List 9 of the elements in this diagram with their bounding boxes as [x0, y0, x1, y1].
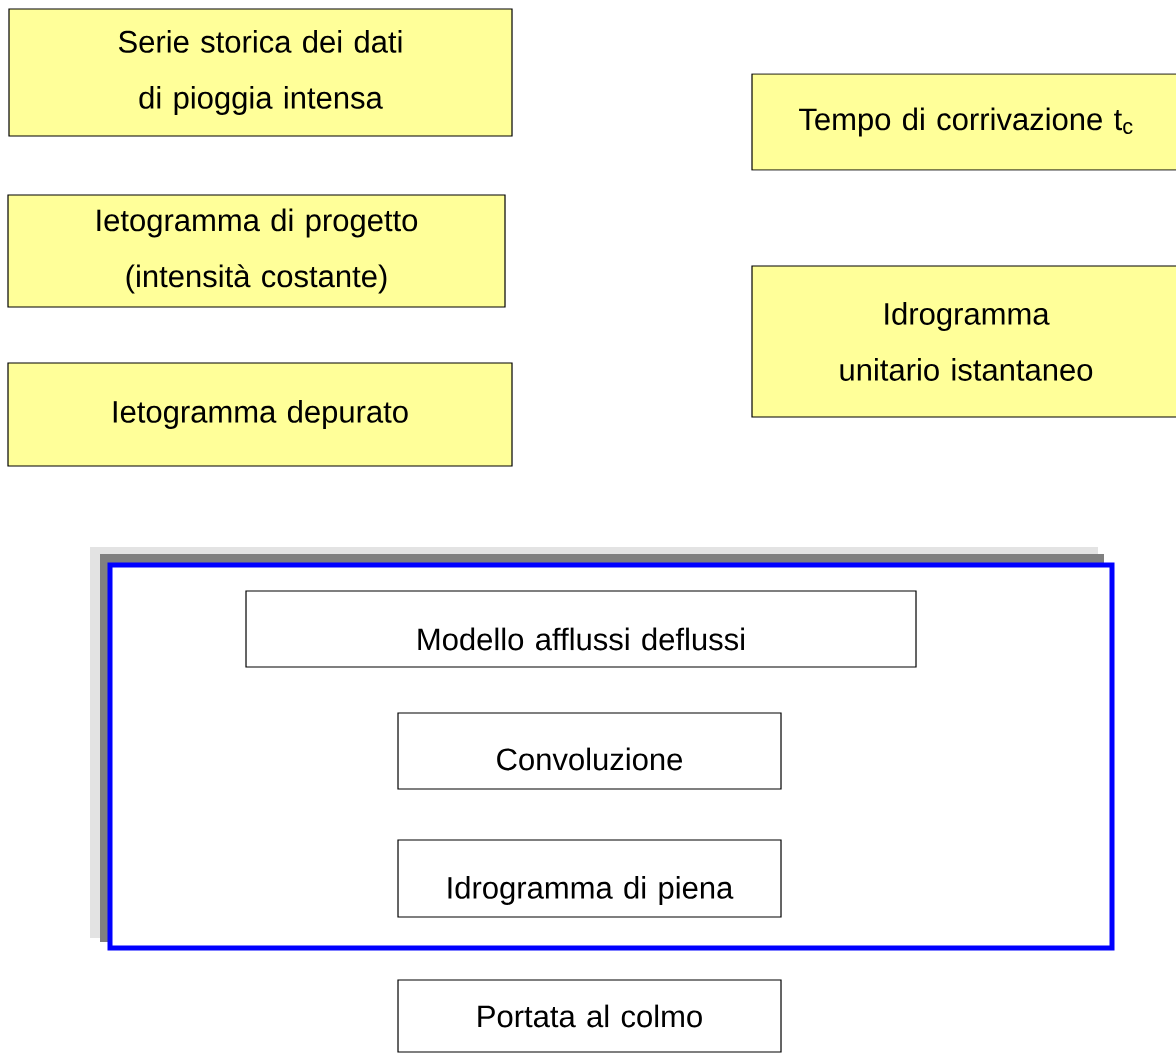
process-box: Ietogramma di progetto (intensità costante) [7, 194, 506, 308]
process-box: Modello afflussi deflussi [245, 590, 917, 668]
process-box: Portata al colmo [397, 979, 782, 1053]
process-box: Serie storica dei dati di pioggia intensa [8, 8, 513, 137]
process-box: Ietogramma depurato [7, 362, 513, 467]
process-box: Tempo di corrivazione t$_{c}$ [751, 73, 1176, 171]
process-box: Convoluzione [397, 712, 782, 790]
process-box: Idrogramma di piena [397, 839, 782, 918]
process-box: Idrogramma unitario istantaneo [751, 265, 1176, 418]
